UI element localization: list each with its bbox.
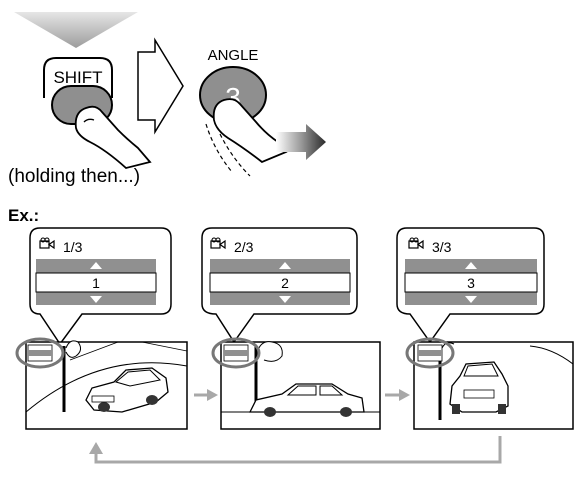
holding-caption: (holding then...) xyxy=(8,166,140,187)
example-label: Ex.: xyxy=(8,206,39,225)
shift-label: SHIFT xyxy=(53,68,102,87)
triangle-down-icon xyxy=(465,296,477,303)
press-arrow-icon xyxy=(276,124,326,160)
triangle-down-icon xyxy=(90,296,102,303)
triangle-up-icon xyxy=(465,262,477,269)
arrow-right-icon xyxy=(385,389,410,401)
triangle-up-icon xyxy=(279,262,291,269)
finger-icon xyxy=(74,105,152,169)
highlight-circle xyxy=(15,337,65,369)
angle-value: 2 xyxy=(281,275,289,291)
loop-back-arrow-icon xyxy=(89,436,502,464)
angle-indicator-text: 2/3 xyxy=(234,239,254,255)
angle-value: 3 xyxy=(467,275,475,291)
angle-label: ANGLE xyxy=(208,47,259,64)
car-illustration xyxy=(85,367,169,413)
arrow-right-icon xyxy=(194,389,218,401)
example-panel-2: 2/3 2 xyxy=(201,227,381,430)
angle-indicator-text: 3/3 xyxy=(432,239,452,255)
highlight-circle xyxy=(211,337,261,369)
finger-icon xyxy=(205,98,288,177)
angle-value: 1 xyxy=(92,275,100,291)
car-illustration xyxy=(248,383,365,417)
triangle-up-icon xyxy=(90,262,102,269)
next-step-arrow-icon xyxy=(137,37,184,135)
example-panel-3: 3/3 3 xyxy=(396,227,574,430)
angle-indicator-text: 1/3 xyxy=(63,239,83,255)
shift-press-down-arrow xyxy=(14,12,138,48)
example-panel-1: 1/3 1 xyxy=(15,227,188,430)
highlight-circle xyxy=(405,337,455,369)
car-illustration xyxy=(449,361,509,414)
triangle-down-icon xyxy=(279,296,291,303)
